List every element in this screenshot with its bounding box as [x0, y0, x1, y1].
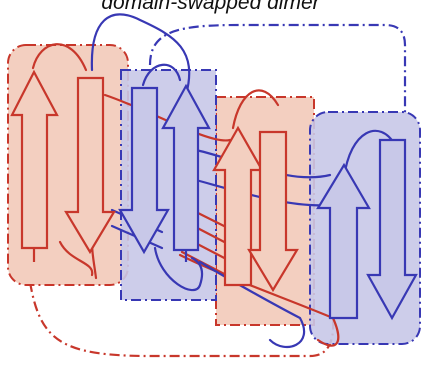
blue-loop-top-inner: [141, 63, 182, 87]
blue-strand-down-2: [366, 138, 418, 321]
blue-loop-bottom-left: [153, 246, 204, 292]
blue-loop-top-right: [342, 129, 397, 180]
red-strand-down-1: [64, 76, 116, 255]
blue-loop-top-arch: [90, 13, 191, 97]
blue-strands: [118, 83, 418, 321]
red-loop-top-middle: [231, 89, 280, 130]
strand-tails: [32, 248, 188, 262]
red-loop-top-left: [31, 43, 88, 72]
blue-dashdot-swap-loop: [148, 23, 407, 115]
red-strand-up-2: [212, 125, 264, 287]
red-strand-down-2: [247, 130, 299, 293]
red-strands: [10, 69, 299, 293]
blue-strand-up-2: [316, 162, 371, 320]
blue-strand-down-1: [118, 86, 170, 255]
figure-title: domain-swapped dimer: [101, 0, 320, 14]
blue-strand-up-1: [161, 83, 211, 252]
red-strand-up-1: [10, 69, 59, 250]
